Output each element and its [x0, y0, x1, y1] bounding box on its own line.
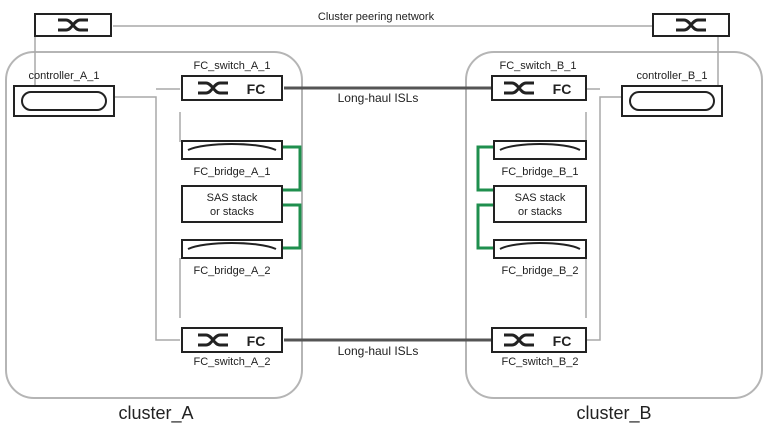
bridge-a2 — [181, 239, 283, 259]
switch-b1-label: FC_switch_B_1 — [499, 60, 576, 72]
switch-b1-badge: FC — [553, 81, 572, 97]
cluster-b-name: cluster_B — [576, 403, 651, 424]
isl-top-label: Long-haul ISLs — [338, 91, 419, 105]
cluster-a-name: cluster_A — [118, 403, 193, 424]
peering-switch-left — [34, 13, 112, 37]
switch-b2-badge: FC — [553, 333, 572, 349]
peering-network-label: Cluster peering network — [318, 11, 435, 23]
sas-stack-b: SAS stack or stacks — [493, 185, 587, 223]
switch-a1: FC — [181, 75, 283, 101]
bridge-b2 — [493, 239, 587, 259]
peering-network-lines — [34, 25, 719, 97]
switch-a1-label: FC_switch_A_1 — [193, 60, 270, 72]
cluster-a-sas-links — [283, 145, 302, 250]
controller-b-label: controller_B_1 — [637, 70, 708, 82]
cluster-b-wiring — [585, 88, 622, 341]
cluster-b-sas-links — [476, 145, 494, 250]
switch-b2-label: FC_switch_B_2 — [501, 356, 578, 368]
sas-b-line2: or stacks — [518, 206, 563, 218]
switch-a2: FC — [181, 327, 283, 353]
cluster-b-outline — [465, 51, 763, 399]
isl-bottom-label: Long-haul ISLs — [338, 344, 419, 358]
controller-a-label: controller_A_1 — [29, 70, 100, 82]
sas-b-line1: SAS stack — [515, 192, 566, 204]
bridge-b1-label: FC_bridge_B_1 — [501, 166, 578, 178]
switch-b2: FC — [491, 327, 587, 353]
cluster-a-wiring — [112, 88, 181, 341]
sas-a-line1: SAS stack — [207, 192, 258, 204]
switch-a1-badge: FC — [247, 81, 266, 97]
switch-b1: FC — [491, 75, 587, 101]
bridge-a2-label: FC_bridge_A_2 — [193, 265, 270, 277]
sas-stack-a: SAS stack or stacks — [181, 185, 283, 223]
bridge-a1 — [181, 140, 283, 160]
switch-a2-label: FC_switch_A_2 — [193, 356, 270, 368]
controller-b — [621, 85, 723, 117]
controller-a — [13, 85, 115, 117]
bridge-b2-label: FC_bridge_B_2 — [501, 265, 578, 277]
switch-a2-badge: FC — [247, 333, 266, 349]
bridge-a1-label: FC_bridge_A_1 — [193, 166, 270, 178]
cluster-a-outline — [5, 51, 303, 399]
peering-switch-right — [652, 13, 730, 37]
bridge-b1 — [493, 140, 587, 160]
sas-a-line2: or stacks — [210, 206, 255, 218]
